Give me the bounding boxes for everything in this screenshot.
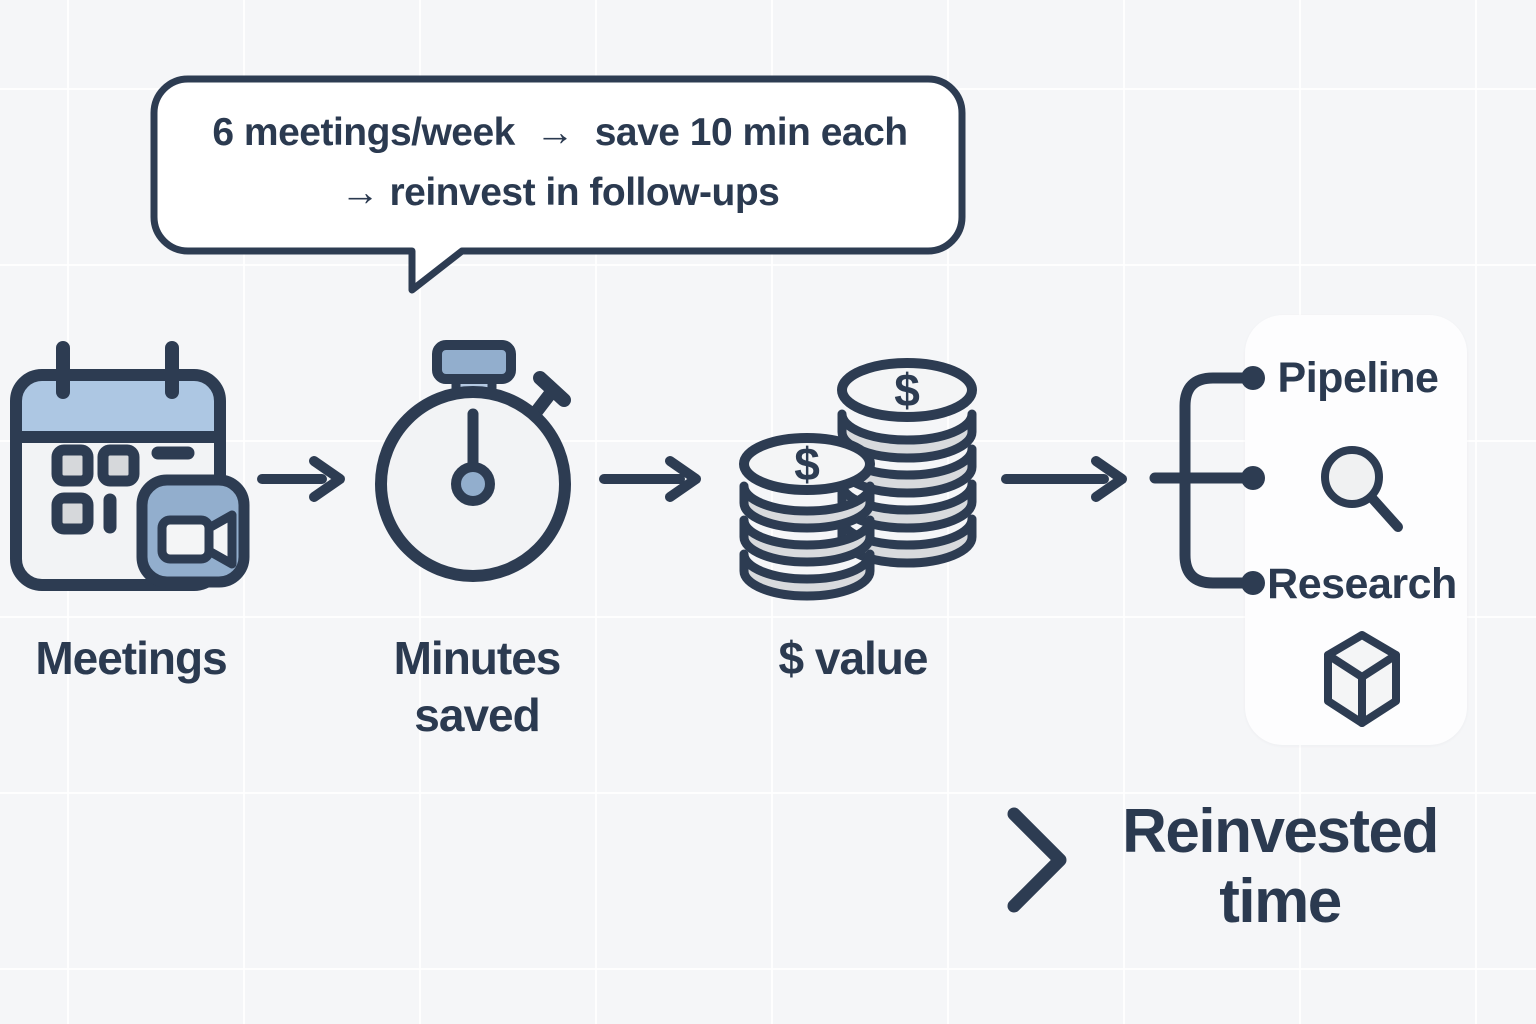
search-icon [1321, 446, 1403, 532]
outcome-label: Reinvested time [1122, 797, 1439, 936]
speech-bubble [150, 75, 966, 294]
video-camera-body [157, 515, 214, 564]
coin-top [739, 433, 875, 495]
stopwatch-center-dot [451, 462, 495, 506]
step-label-minutes-saved: Minutes saved [393, 632, 562, 741]
branch-connector [1149, 366, 1265, 595]
chevron-right-icon [1007, 807, 1067, 913]
step-label-dollar-value: $ value [778, 632, 929, 684]
stopwatch-icon [375, 340, 571, 582]
coin-dollar-symbol: $ [794, 438, 820, 490]
flow-arrow-icon [599, 456, 701, 502]
branch-label-pipeline: Pipeline [1277, 353, 1439, 402]
branch-dot [1241, 571, 1265, 595]
coins-icon: $ $ [739, 358, 977, 601]
calendar-date-cell [51, 492, 94, 535]
coin-stack-short: $ [739, 433, 875, 601]
coin-dollar-symbol: $ [894, 364, 920, 416]
branch-label-research: Research [1267, 559, 1457, 608]
cube-icon [1324, 631, 1400, 727]
calendar-header [16, 375, 220, 437]
video-camera-lens [204, 510, 237, 569]
flow-arrow-icon [257, 456, 345, 502]
speech-bubble-outline [150, 75, 966, 294]
calendar-date-cell [51, 444, 94, 487]
step-label-meetings: Meetings [35, 632, 227, 684]
speech-bubble-text: 6 meetings/week → save 10 min each → rei… [150, 75, 970, 251]
coin-top [837, 358, 977, 422]
stopwatch-top-button [432, 340, 516, 384]
calendar-video-icon [10, 341, 250, 591]
branch-dot [1241, 466, 1265, 490]
flow-arrow-icon [1001, 456, 1127, 502]
branch-dot [1241, 366, 1265, 390]
bubble-line-2: → reinvest in follow-ups [340, 171, 780, 214]
bubble-line-1: 6 meetings/week → save 10 min each [212, 111, 908, 154]
calendar-date-cell [97, 444, 140, 487]
